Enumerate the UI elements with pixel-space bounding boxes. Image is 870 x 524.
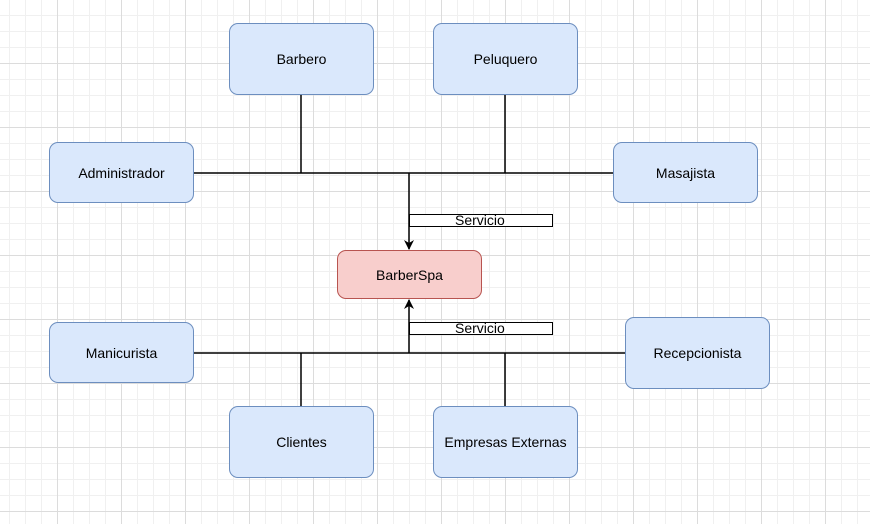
- node-barbero[interactable]: Barbero: [229, 23, 374, 95]
- node-empresas-externas[interactable]: Empresas Externas: [433, 406, 578, 478]
- node-recepcionista[interactable]: Recepcionista: [625, 317, 770, 389]
- node-administrador[interactable]: Administrador: [49, 142, 194, 203]
- edge-label-servicio-bottom[interactable]: Servicio: [409, 321, 553, 335]
- node-peluquero[interactable]: Peluquero: [433, 23, 578, 95]
- node-barberspa[interactable]: BarberSpa: [337, 250, 482, 299]
- node-clientes[interactable]: Clientes: [229, 406, 374, 478]
- node-manicurista[interactable]: Manicurista: [49, 322, 194, 383]
- node-masajista[interactable]: Masajista: [613, 142, 758, 203]
- edge-label-servicio-top[interactable]: Servicio: [409, 213, 553, 227]
